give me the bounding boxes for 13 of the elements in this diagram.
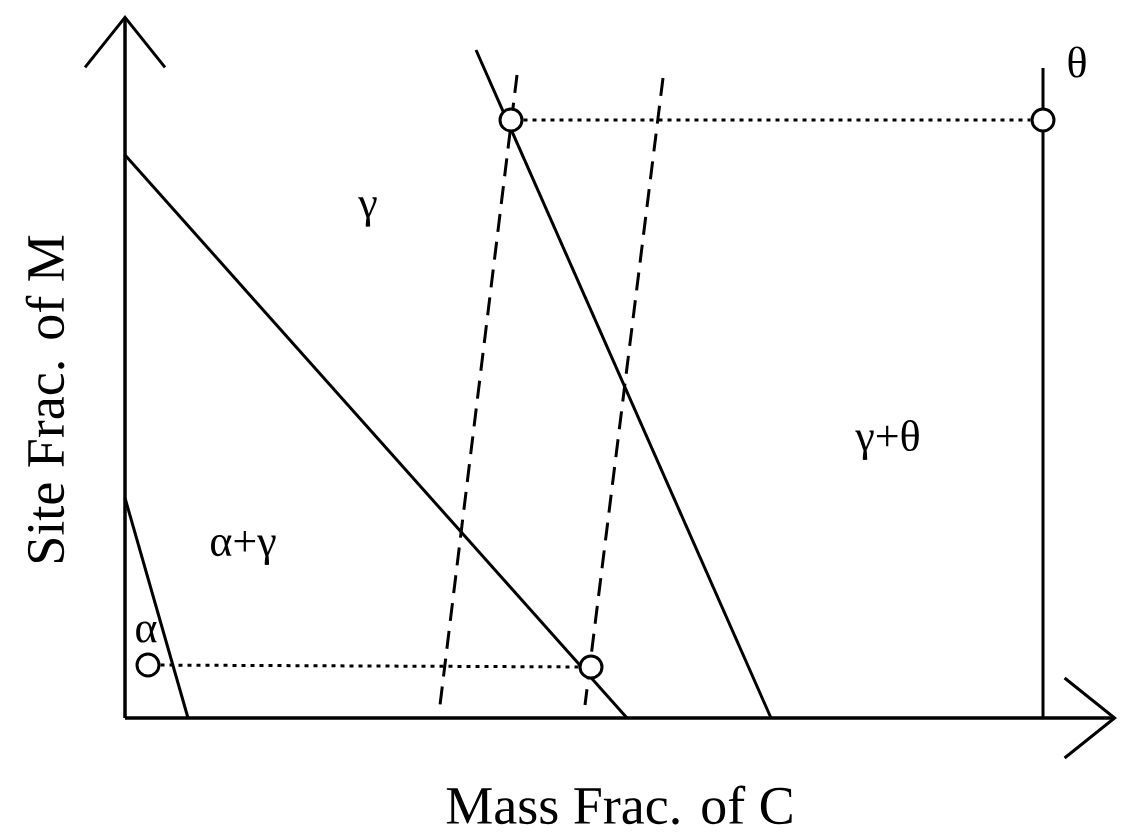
phase-label: θ: [1068, 46, 1086, 78]
axis-label: Mass Frac. of C: [446, 785, 792, 825]
phase-label: α: [136, 621, 157, 643]
phase-label: γ+θ: [855, 419, 919, 461]
circle-marker: [498, 107, 524, 133]
circle-marker: [578, 654, 604, 680]
phase-label: γ: [358, 197, 377, 227]
axis-label: Site Frac. of M: [25, 235, 65, 563]
circle-marker: [1030, 107, 1056, 133]
phase-label: α+γ: [211, 530, 276, 566]
tie-line: [160, 663, 579, 669]
circle-marker: [135, 652, 161, 678]
tie-line: [523, 118, 1031, 122]
